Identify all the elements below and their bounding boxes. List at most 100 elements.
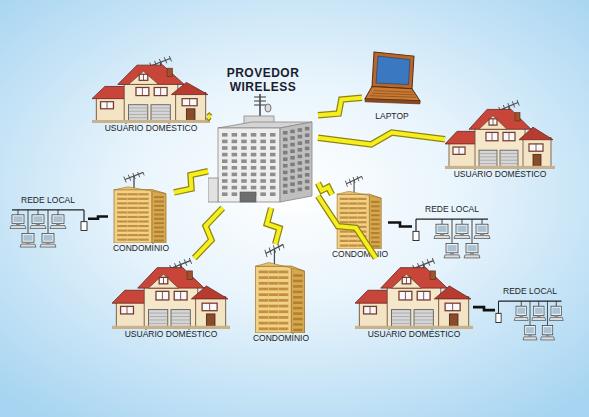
building-window bbox=[251, 153, 256, 157]
condo-window-band bbox=[293, 307, 302, 309]
house-window bbox=[101, 102, 114, 109]
condo-window-band bbox=[258, 322, 288, 325]
window-frame bbox=[493, 119, 494, 125]
antenna-element bbox=[349, 179, 351, 185]
pc-stand bbox=[520, 315, 524, 317]
window-frame bbox=[189, 99, 190, 106]
window-frame bbox=[370, 306, 371, 314]
house-illustration bbox=[445, 100, 555, 169]
condo-window-band bbox=[117, 216, 149, 218]
node-label: REDE LOCAL bbox=[21, 195, 75, 206]
node-label: CONDOMÍNIO bbox=[253, 333, 309, 344]
condo-window-band bbox=[154, 235, 164, 237]
garage-line bbox=[500, 163, 518, 164]
house-wall bbox=[196, 297, 226, 327]
garage-door bbox=[148, 310, 167, 327]
building-window bbox=[241, 166, 247, 170]
condo-window-band bbox=[340, 226, 367, 228]
garage-line bbox=[391, 316, 410, 317]
building-front bbox=[218, 128, 280, 202]
pc-keyboard bbox=[541, 337, 555, 340]
building-window bbox=[283, 177, 288, 181]
pc-stand bbox=[56, 224, 60, 225]
pc-monitor bbox=[542, 326, 553, 335]
condo-column bbox=[357, 197, 358, 247]
antenna-element bbox=[128, 175, 130, 181]
building-window bbox=[222, 173, 228, 177]
link-group bbox=[174, 171, 208, 192]
window-frame bbox=[180, 291, 181, 300]
building-window bbox=[305, 140, 310, 144]
house-window bbox=[529, 144, 543, 151]
pc-keyboard bbox=[523, 337, 537, 340]
laptop-illustration bbox=[362, 50, 422, 111]
condo-column bbox=[258, 270, 259, 331]
house-node: USUÁRIO DOMÉSTICO bbox=[445, 100, 555, 180]
building-window bbox=[241, 179, 247, 183]
condo-window-band bbox=[117, 211, 149, 213]
building-window bbox=[270, 166, 276, 170]
lan-drop bbox=[482, 219, 483, 224]
house-roof bbox=[519, 127, 553, 140]
garage-line bbox=[151, 111, 170, 112]
building-window bbox=[298, 135, 303, 139]
condo-side bbox=[369, 194, 381, 249]
house-door bbox=[533, 154, 541, 167]
house-window bbox=[417, 291, 430, 300]
garage-door bbox=[391, 310, 410, 327]
garage-line bbox=[171, 323, 190, 324]
building-window bbox=[305, 180, 310, 184]
house-illustration bbox=[92, 56, 210, 123]
condo-column bbox=[348, 197, 349, 247]
garage-line bbox=[479, 160, 497, 161]
link-group bbox=[267, 208, 280, 244]
building-window bbox=[260, 173, 266, 177]
building-node: PROVEDOR WIRELESS bbox=[208, 66, 318, 208]
building-window bbox=[305, 127, 310, 131]
garage-line bbox=[414, 316, 433, 317]
house-wall bbox=[144, 284, 198, 327]
garage-line bbox=[171, 316, 190, 317]
antenna-element bbox=[169, 56, 172, 61]
window-frame bbox=[405, 291, 406, 300]
window-frame bbox=[163, 277, 164, 283]
link-group bbox=[318, 133, 445, 145]
antenna-boom bbox=[266, 244, 283, 253]
condo-window-band bbox=[340, 198, 367, 200]
lan-node: REDE LOCAL bbox=[495, 286, 565, 344]
illustration-group bbox=[365, 52, 420, 104]
building-entrance bbox=[240, 192, 256, 202]
antenna-element bbox=[189, 258, 192, 264]
pc-keyboard bbox=[444, 255, 460, 258]
condo-window-band bbox=[293, 291, 302, 293]
building-window bbox=[298, 148, 303, 152]
condo-window-band bbox=[371, 228, 379, 230]
antenna-element bbox=[345, 181, 347, 187]
condo-window-band bbox=[340, 244, 367, 246]
garage-line bbox=[148, 323, 167, 324]
pc-keyboard bbox=[10, 226, 26, 229]
laptop-keys bbox=[372, 93, 415, 95]
building-window bbox=[298, 168, 303, 172]
condo-window-band bbox=[117, 198, 149, 200]
antenna-element bbox=[273, 245, 275, 252]
building-window bbox=[270, 159, 276, 163]
wireless-link bbox=[318, 98, 362, 115]
building-window bbox=[290, 182, 295, 186]
laptop-lid bbox=[372, 52, 414, 89]
house-chimney bbox=[187, 271, 192, 280]
building-window bbox=[232, 166, 238, 170]
condo-window-band bbox=[371, 232, 379, 234]
provider-title: PROVEDOR WIRELESS bbox=[218, 66, 308, 94]
house-chimney bbox=[515, 113, 520, 121]
building-window bbox=[305, 160, 310, 164]
antenna-element bbox=[353, 177, 355, 183]
building-window bbox=[251, 186, 256, 190]
pc-monitor bbox=[52, 215, 64, 224]
house-roof bbox=[138, 268, 205, 288]
lan-bus bbox=[83, 210, 84, 222]
garage-line bbox=[479, 156, 497, 157]
condo-window-band bbox=[117, 229, 149, 231]
garage-line bbox=[128, 107, 147, 108]
lan-drop bbox=[547, 301, 548, 326]
